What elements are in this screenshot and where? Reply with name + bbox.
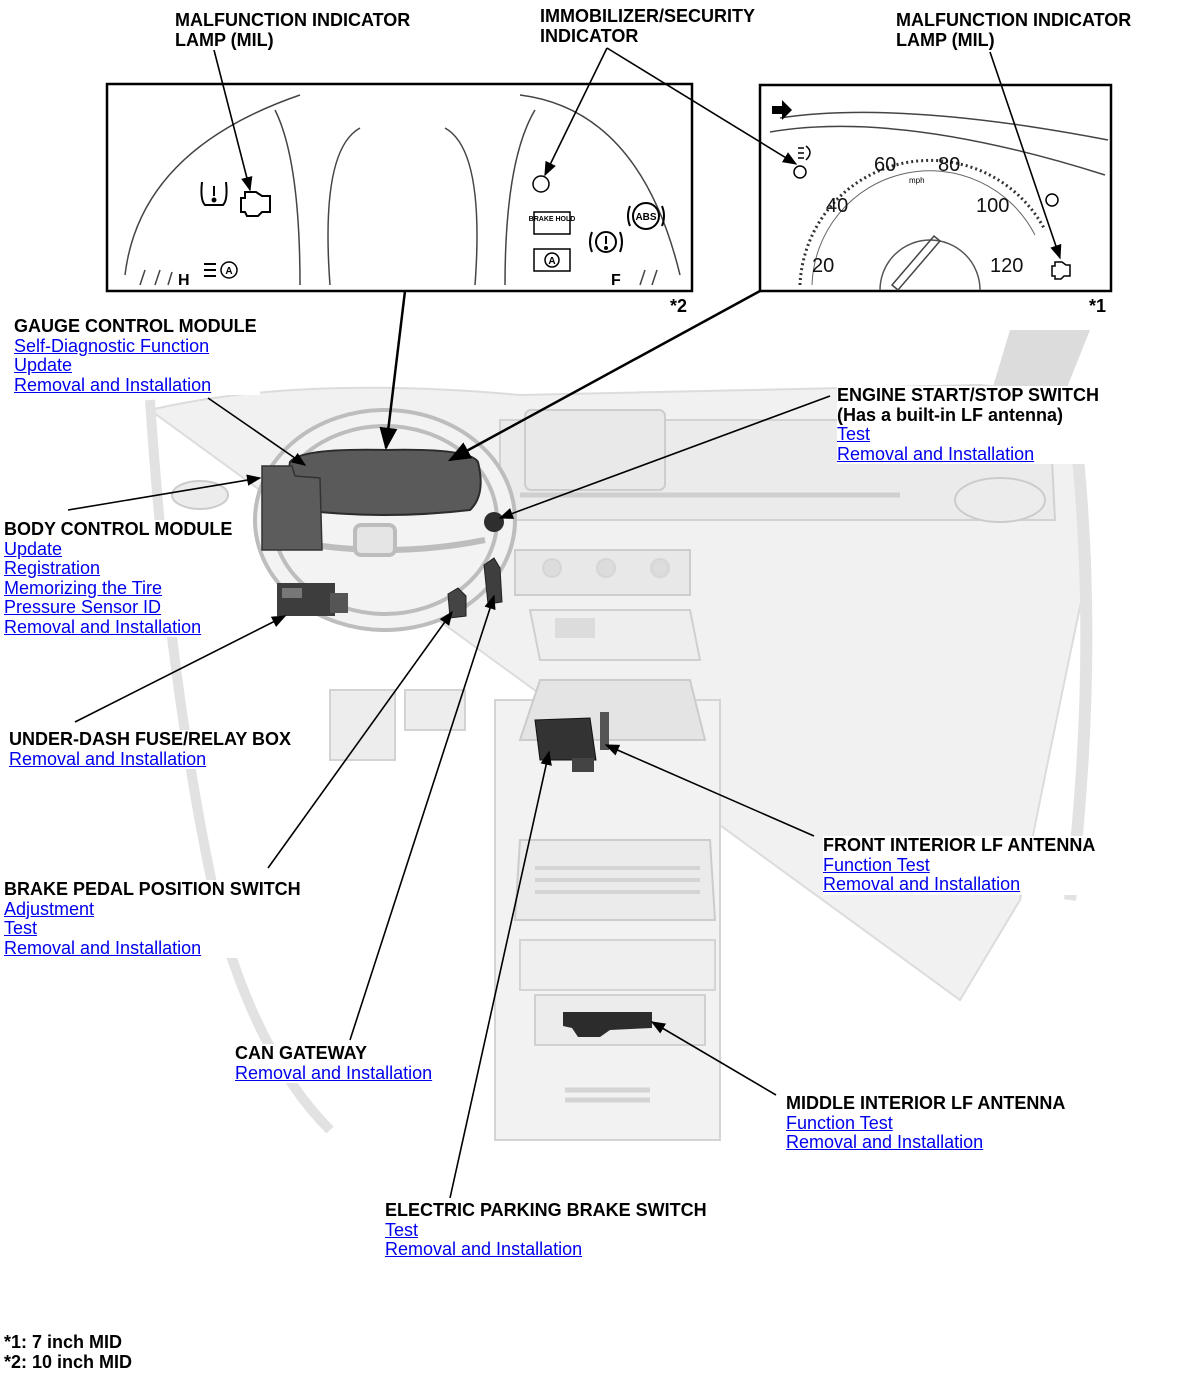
seven-inch-mid-inset: 20 40 60 80 100 120 mph (758, 83, 1113, 293)
seven-inch-mid-marker: *1 (1089, 296, 1107, 316)
under-dash-fuse-label: UNDER-DASH FUSE/RELAY BOX Removal and In… (9, 729, 302, 769)
brake-hold-icon: BRAKE HOLD (529, 211, 576, 235)
svg-text:60: 60 (874, 154, 896, 176)
callout-mil-left: MALFUNCTION INDICATOR LAMP (MIL) (175, 10, 414, 50)
engine-start-stop-title: ENGINE START/STOP SWITCH (837, 385, 1100, 405)
ten-inch-mid-marker: *2 (670, 296, 688, 316)
auto-idle-stop-icon: A (533, 248, 571, 272)
gauge-control-module-title: GAUGE CONTROL MODULE (14, 316, 257, 336)
footnote-ten-inch: *2: 10 inch MID (4, 1351, 133, 1372)
can-gateway-label: CAN GATEWAY Removal and Installation (235, 1043, 436, 1083)
callout-mil-right: MALFUNCTION INDICATOR LAMP (MIL) (896, 10, 1135, 50)
under-dash-fuse-relay-box (277, 583, 348, 616)
engine-start-stop-removal-link[interactable]: Removal and Installation (837, 443, 1035, 464)
callout-immobilizer: IMMOBILIZER/SECURITY INDICATOR (540, 6, 758, 46)
middle-interior-lf-removal-link[interactable]: Removal and Installation (786, 1132, 984, 1152)
auto-high-beam-icon: A (204, 261, 238, 279)
gauge-control-module-label: GAUGE CONTROL MODULE Self-Diagnostic Fun… (14, 316, 260, 395)
gauge-control-module-removal-link[interactable]: Removal and Installation (14, 374, 212, 395)
front-interior-lf-antenna (534, 712, 609, 772)
footnote-seven-inch: *1: 7 inch MID (4, 1332, 123, 1352)
body-control-module-title: BODY CONTROL MODULE (4, 519, 233, 539)
engine-start-stop-subtitle: (Has a built-in LF antenna) (837, 404, 1064, 425)
body-control-module (261, 465, 323, 551)
gauge-control-module-self-diagnostic-link[interactable]: Self-Diagnostic Function (14, 335, 210, 356)
callout-immobilizer-line1: IMMOBILIZER/SECURITY (540, 6, 755, 26)
electric-parking-brake-removal-link[interactable]: Removal and Installation (385, 1239, 583, 1259)
under-dash-fuse-title: UNDER-DASH FUSE/RELAY BOX (9, 729, 292, 749)
engine-start-stop-test-link[interactable]: Test (837, 424, 871, 444)
brake-pedal-switch-title: BRAKE PEDAL POSITION SWITCH (4, 879, 301, 899)
svg-text:40: 40 (826, 195, 848, 217)
body-control-module-tire-id-link-cont[interactable]: Pressure Sensor ID (4, 597, 162, 617)
callout-mil-right-line1: MALFUNCTION INDICATOR (896, 10, 1132, 30)
immobilizer-indicator-icon (532, 175, 550, 193)
can-gateway-removal-link[interactable]: Removal and Installation (235, 1062, 433, 1083)
svg-text:20: 20 (812, 255, 834, 277)
tpms-warning-icon (200, 181, 228, 206)
immobilizer-indicator-icon-7in (793, 165, 807, 179)
brake-system-warning-icon (589, 231, 623, 253)
callout-immobilizer-line2: INDICATOR (540, 25, 639, 46)
middle-interior-lf-function-test-link[interactable]: Function Test (786, 1112, 893, 1133)
electric-parking-brake-test-link[interactable]: Test (385, 1219, 419, 1240)
brake-pedal-switch-adjustment-link[interactable]: Adjustment (4, 898, 95, 919)
malfunction-indicator-lamp-icon (240, 191, 271, 217)
body-control-module-removal-link[interactable]: Removal and Installation (4, 616, 202, 637)
front-interior-lf-title: FRONT INTERIOR LF ANTENNA (823, 835, 1096, 855)
callout-mil-right-line2: LAMP (MIL) (896, 29, 995, 50)
front-interior-lf-label: FRONT INTERIOR LF ANTENNA Function Test … (823, 835, 1099, 895)
brake-pedal-switch-test-link[interactable]: Test (4, 918, 38, 938)
auto-high-beam-label: A (225, 266, 232, 277)
temp-hot-label: H (178, 272, 190, 289)
fuel-full-label: F (611, 272, 621, 289)
footnotes: *1: 7 inch MID *2: 10 inch MID (4, 1332, 133, 1372)
speed-scale: 20 40 60 80 100 120 (812, 154, 1023, 277)
abs-warning-icon: ABS (627, 202, 665, 230)
gauge-control-module-update-link[interactable]: Update (14, 355, 73, 375)
middle-interior-lf-antenna (563, 1012, 652, 1037)
body-control-module-update-link[interactable]: Update (4, 538, 63, 559)
fog-light-icon (798, 145, 811, 161)
callout-mil-left-line1: MALFUNCTION INDICATOR (175, 10, 411, 30)
brake-pedal-switch-label: BRAKE PEDAL POSITION SWITCH Adjustment T… (4, 879, 304, 958)
body-control-module-registration-link[interactable]: Registration (4, 558, 101, 578)
brake-pedal-switch-removal-link[interactable]: Removal and Installation (4, 937, 202, 958)
engine-start-stop-switch (484, 512, 504, 532)
mph-unit-label: mph (909, 176, 925, 185)
callout-mil-left-line2: LAMP (MIL) (175, 29, 274, 50)
can-gateway-title: CAN GATEWAY (235, 1043, 368, 1063)
engine-start-stop-label: ENGINE START/STOP SWITCH (Has a built-in… (837, 385, 1103, 464)
body-control-module-label: BODY CONTROL MODULE Update Registration … (4, 519, 236, 637)
front-interior-lf-removal-link[interactable]: Removal and Installation (823, 874, 1021, 894)
middle-interior-lf-title: MIDDLE INTERIOR LF ANTENNA (786, 1093, 1066, 1113)
front-interior-lf-function-test-link[interactable]: Function Test (823, 854, 930, 875)
svg-text:100: 100 (976, 195, 1009, 217)
brake-hold-label: BRAKE HOLD (529, 216, 576, 223)
body-control-module-tire-id-link[interactable]: Memorizing the Tire (4, 577, 163, 598)
electric-parking-brake-title: ELECTRIC PARKING BRAKE SWITCH (385, 1200, 707, 1220)
auto-idle-label: A (548, 256, 555, 267)
middle-interior-lf-label: MIDDLE INTERIOR LF ANTENNA Function Test… (786, 1093, 1069, 1153)
ten-inch-mid-inset: BRAKE HOLD A ABS H A F (105, 82, 694, 293)
turn-signal-icon (772, 100, 792, 120)
electric-parking-brake-label: ELECTRIC PARKING BRAKE SWITCH Test Remov… (385, 1200, 710, 1260)
oil-pressure-icon (1045, 193, 1059, 207)
leader-lines (67, 47, 1062, 1199)
abs-label: ABS (635, 212, 656, 223)
svg-text:120: 120 (990, 255, 1023, 277)
svg-text:80: 80 (938, 154, 960, 176)
malfunction-indicator-lamp-icon-7in (1051, 261, 1071, 280)
under-dash-fuse-removal-link[interactable]: Removal and Installation (9, 748, 207, 769)
